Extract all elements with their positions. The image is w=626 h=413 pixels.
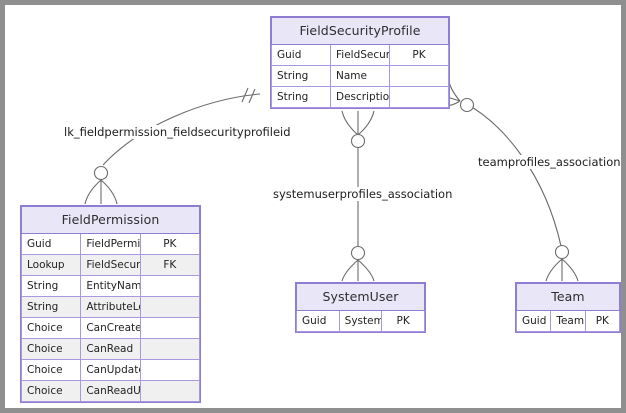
table-row[interactable]: Guid SystemUserId PK [296,310,425,332]
attribute-type: String [271,86,331,108]
attribute-type: Guid [515,310,552,332]
attribute-name: Name [330,65,390,87]
attribute-name: CanCreate [80,317,141,339]
table-row[interactable]: Lookup FieldSecurityProfileId FK [20,254,201,276]
table-row[interactable]: String AttributeLogicalName [20,296,201,318]
table-row[interactable]: Guid TeamID PK [515,310,621,332]
attribute-type: Choice [20,338,82,360]
relationship-label-lk-fieldpermission-fieldsecurityprofileid: lk_fieldpermission_fieldsecurityprofilei… [62,125,293,139]
cardinality-many-crowfoot-team [545,258,579,282]
cardinality-one-and-only-one-tick-a [241,87,249,103]
attribute-key: PK [584,310,621,332]
relationship-label-systemuserprofiles-association: systemuserprofiles_association [271,187,455,201]
relationship-label-teamprofiles-association: teamprofiles_association [476,155,621,169]
table-row[interactable]: Choice CanReadUnmasked [20,380,201,402]
attribute-key [139,296,201,318]
attribute-type: Choice [20,317,82,339]
cardinality-zero-circle-team [554,244,570,260]
entity-title: FieldPermission [21,206,200,234]
table-row[interactable]: String Description [271,86,449,108]
cardinality-zero-circle-fsp-bottom [350,133,366,149]
attribute-key: PK [139,233,201,255]
attribute-name: FieldSecurityProfileId [330,44,390,66]
attribute-type: Choice [20,380,82,402]
cardinality-zero-circle-fieldpermission [93,165,109,181]
attribute-key [139,338,201,360]
attribute-name: AttributeLogicalName [80,296,141,318]
entity-title: Team [516,283,620,311]
attribute-key [389,86,449,108]
attribute-type: Lookup [20,254,82,276]
attribute-name: Description [330,86,390,108]
cardinality-many-crowfoot-fieldpermission [84,179,118,205]
cardinality-many-crowfoot-fsp-bottom [341,110,375,136]
attribute-key: PK [389,44,449,66]
attribute-name: CanRead [80,338,141,360]
attribute-type: String [271,65,331,87]
attribute-type: Choice [20,359,82,381]
entity-title-row: Team [516,283,620,311]
entity-systemuser[interactable]: SystemUser Guid SystemUserId PK [295,282,426,333]
entity-title: FieldSecurityProfile [271,17,449,45]
attribute-name: FieldPermissionId [80,233,141,255]
cardinality-one-and-only-one-tick-b [248,88,256,104]
attribute-name: EntityName [80,275,141,297]
table-row[interactable]: Guid FieldSecurityProfileId PK [271,44,449,66]
entity-team[interactable]: Team Guid TeamID PK [515,282,621,333]
attribute-key [139,275,201,297]
table-row[interactable]: String EntityName [20,275,201,297]
entity-title: SystemUser [296,283,425,311]
entity-title-row: FieldPermission [21,206,200,234]
attribute-name: TeamID [550,310,586,332]
attribute-name: FieldSecurityProfileId [80,254,141,276]
entity-title-row: FieldSecurityProfile [271,17,449,45]
attribute-type: Guid [296,310,340,332]
table-row[interactable]: Choice CanCreate [20,317,201,339]
attribute-key [139,317,201,339]
table-row[interactable]: Guid FieldPermissionId PK [20,233,201,255]
attribute-name: CanUpdate [80,359,141,381]
table-row[interactable]: String Name [271,65,449,87]
entity-fieldpermission[interactable]: FieldPermission Guid FieldPermissionId P… [20,205,201,403]
attribute-type: Guid [271,44,331,66]
entity-title-row: SystemUser [296,283,425,311]
attribute-type: Guid [20,233,82,255]
attribute-type: String [20,275,82,297]
attribute-key: PK [381,310,425,332]
attribute-key: FK [139,254,201,276]
attribute-name: CanReadUnmasked [80,380,141,402]
cardinality-zero-circle-fsp-right [459,97,475,113]
cardinality-zero-circle-systemuser [350,245,366,261]
entity-fieldsecurityprofile[interactable]: FieldSecurityProfile Guid FieldSecurityP… [270,16,450,109]
attribute-type: String [20,296,82,318]
attribute-key [139,380,201,402]
cardinality-many-crowfoot-systemuser [341,259,375,282]
attribute-name: SystemUserId [338,310,383,332]
table-row[interactable]: Choice CanUpdate [20,359,201,381]
connector-teamprofiles [464,102,562,247]
table-row[interactable]: Choice CanRead [20,338,201,360]
attribute-key [139,359,201,381]
attribute-key [389,65,449,87]
